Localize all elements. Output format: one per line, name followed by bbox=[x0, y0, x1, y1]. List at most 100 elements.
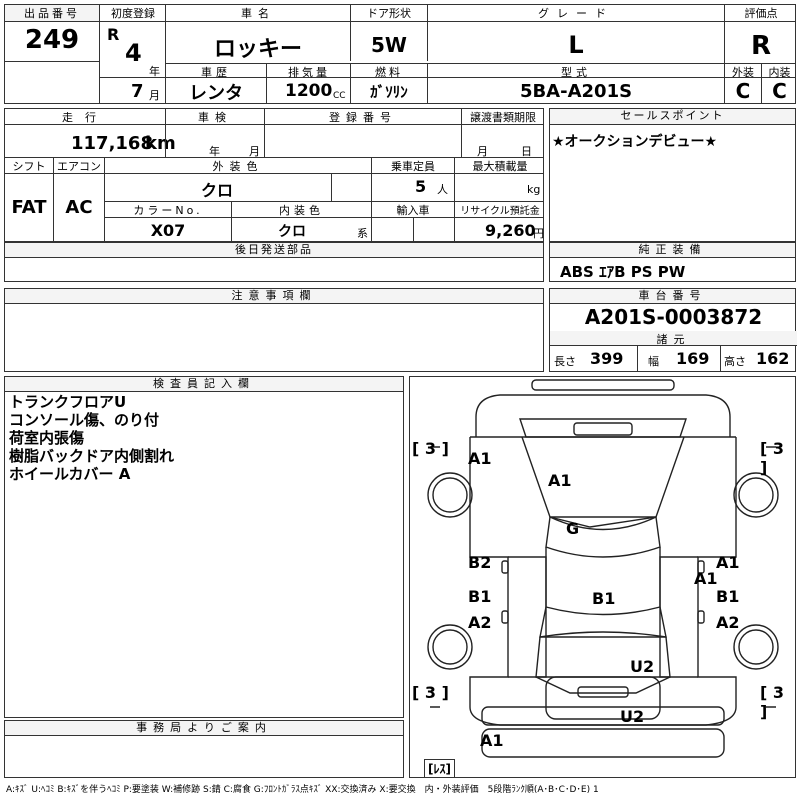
name-label: 車名 bbox=[241, 7, 275, 20]
equipment-label: 純正装備 bbox=[550, 243, 795, 258]
lens-label: [ﾚｽ] bbox=[424, 759, 455, 778]
recycle-label: リサイクル預託金 bbox=[460, 206, 540, 217]
bracket-rear-left: [ 3 ] bbox=[412, 683, 449, 702]
car-outline bbox=[427, 379, 779, 758]
intcolor-label: 内装色 bbox=[279, 204, 324, 217]
inspector-line: 荷室内張傷 bbox=[9, 429, 85, 447]
later-parts-label: 後日発送部品 bbox=[5, 243, 543, 258]
inspection-month-unit: 月 bbox=[249, 145, 260, 158]
import-label: 輸入車 bbox=[396, 204, 430, 217]
grade-label: グレード bbox=[538, 7, 614, 20]
recycle: 9,260 bbox=[485, 221, 536, 240]
km-unit: km bbox=[145, 133, 176, 154]
color: クロ bbox=[200, 181, 233, 200]
car-diagram: [ 3 ] [ 3 ] [ 3 ] [ 3 ] A1 A1 G B2 A1 A1… bbox=[409, 376, 796, 778]
car-name: ロッキー bbox=[213, 37, 302, 62]
history: レンタ bbox=[189, 83, 243, 104]
regno-label: 登録番号 bbox=[329, 111, 397, 124]
inspector-line: 樹脂バックドア内側割れ bbox=[9, 447, 175, 465]
lot-label: 出品番号 bbox=[5, 5, 99, 22]
cc-unit: CC bbox=[333, 91, 346, 101]
ac-label: エアコン bbox=[57, 160, 101, 173]
notes-box: 注意事項欄 bbox=[4, 288, 544, 372]
history-label: 車歴 bbox=[201, 66, 231, 79]
later-parts-box: 後日発送部品 bbox=[4, 242, 544, 282]
model-label: 型式 bbox=[561, 66, 591, 79]
damage-mark: B1 bbox=[468, 587, 492, 606]
notes-label: 注意事項欄 bbox=[5, 289, 543, 304]
transfer-label: 譲渡書類期限 bbox=[470, 111, 536, 124]
capacity: 5 bbox=[415, 177, 427, 196]
grade: L bbox=[568, 31, 584, 59]
damage-mark: B1 bbox=[716, 587, 740, 606]
colorno: X07 bbox=[150, 221, 186, 240]
capacity-label: 乗車定員 bbox=[391, 160, 435, 173]
damage-mark: A2 bbox=[468, 613, 492, 632]
damage-mark: A1 bbox=[548, 471, 572, 490]
height-label: 高さ bbox=[724, 355, 746, 368]
inspector-box: 検査員記入欄 トランクフロアU コンソール傷、のり付 荷室内張傷 樹脂バックドア… bbox=[4, 376, 404, 718]
damage-mark: A1 bbox=[468, 449, 492, 468]
sales-point-box: セールスポイント ★オークションデビュー★ bbox=[549, 108, 796, 242]
era: R bbox=[107, 25, 120, 44]
office-box: 事務局よりご案内 bbox=[4, 720, 404, 778]
year-unit: 年 bbox=[149, 65, 160, 78]
mileage: 117,168 bbox=[71, 133, 153, 154]
chassis-number: A201S-0003872 bbox=[584, 305, 763, 329]
reg-month: 7 bbox=[131, 81, 144, 102]
kg-unit: kg bbox=[527, 183, 541, 196]
chassis-label: 車台番号 bbox=[550, 289, 795, 304]
damage-mark: B2 bbox=[468, 553, 492, 572]
inspection-year-unit: 年 bbox=[209, 145, 220, 158]
ac: AC bbox=[65, 197, 93, 218]
person-unit: 人 bbox=[437, 183, 448, 196]
damage-mark: G bbox=[566, 519, 580, 538]
damage-mark: A1 bbox=[694, 569, 718, 588]
inspector-line: ホイールカバー A bbox=[9, 465, 131, 483]
chassis-box: 車台番号 A201S-0003872 諸元 長さ 399 幅 169 高さ 16… bbox=[549, 288, 797, 372]
sales-point-label: セールスポイント bbox=[550, 109, 795, 125]
transfer-month: 月 bbox=[477, 145, 488, 158]
damage-mark: A2 bbox=[716, 613, 740, 632]
height: 162 bbox=[756, 349, 790, 368]
shift: FAT bbox=[11, 197, 47, 218]
inspector-line: トランクフロアU bbox=[9, 393, 127, 411]
yen-unit: 円 bbox=[533, 227, 544, 240]
displacement-label: 排気量 bbox=[288, 66, 330, 79]
inspector-lines: トランクフロアU コンソール傷、のり付 荷室内張傷 樹脂バックドア内側割れ ホイ… bbox=[9, 393, 174, 483]
load-label: 最大積載量 bbox=[472, 160, 528, 173]
office-label: 事務局よりご案内 bbox=[5, 721, 403, 736]
specs-label: 諸元 bbox=[550, 331, 797, 346]
score: R bbox=[750, 31, 772, 61]
mileage-label: 走行 bbox=[62, 111, 108, 124]
length-label: 長さ bbox=[554, 355, 576, 368]
bracket-front-left: [ 3 ] bbox=[412, 439, 449, 458]
damage-mark: U2 bbox=[630, 657, 655, 676]
reg-year: 4 bbox=[125, 39, 142, 67]
ext-grade: C bbox=[735, 79, 751, 103]
month-unit: 月 bbox=[149, 89, 160, 102]
inspection-label: 車検 bbox=[198, 111, 232, 124]
displacement: 1200 bbox=[285, 81, 333, 101]
damage-mark: A1 bbox=[716, 553, 740, 572]
damage-mark: B1 bbox=[592, 589, 616, 608]
length: 399 bbox=[590, 349, 624, 368]
color-label: 外装色 bbox=[212, 160, 264, 173]
header-block: 出品番号 249 初度登録 R 4 年 7 月 車名 ロッキー ドア形状 5W … bbox=[4, 4, 796, 104]
ext-label: 外装 bbox=[732, 66, 754, 79]
sales-point-text: ★オークションデビュー★ bbox=[552, 134, 718, 150]
inspector-line: コンソール傷、のり付 bbox=[9, 411, 160, 429]
fuel: ｶﾞｿﾘﾝ bbox=[370, 83, 408, 101]
equipment-box: 純正装備 ABS ｴｱB PS PW bbox=[549, 242, 796, 282]
kei-unit: 系 bbox=[357, 227, 368, 240]
vehicle-details: 走行 117,168 km 車検 年 月 登録番号 譲渡書類期限 月 日 シフト… bbox=[4, 108, 544, 242]
lot-number: 249 bbox=[24, 25, 80, 55]
legend: A:ｷｽﾞ U:ﾍｺﾐ B:ｷｽﾞを伴うﾍｺﾐ P:要塗装 W:補修跡 S:錆 … bbox=[6, 785, 599, 795]
inspector-label: 検査員記入欄 bbox=[5, 377, 403, 392]
int-grade: C bbox=[772, 79, 787, 103]
bracket-rear-right: [ 3 ] bbox=[760, 683, 785, 721]
width: 169 bbox=[676, 349, 710, 368]
model: 5BA-A201S bbox=[519, 81, 633, 102]
fuel-label: 燃料 bbox=[375, 66, 403, 79]
equipment-text: ABS ｴｱB PS PW bbox=[560, 263, 686, 281]
